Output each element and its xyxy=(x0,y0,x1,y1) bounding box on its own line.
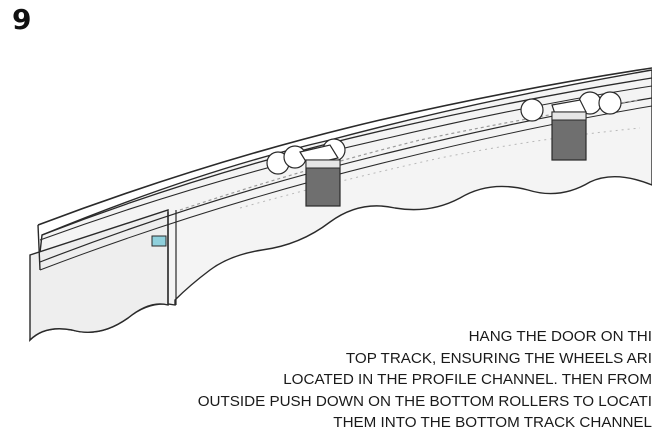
instruction-line: OUTSIDE PUSH DOWN ON THE BOTTOM ROLLERS … xyxy=(197,392,652,410)
top-track xyxy=(37,67,652,226)
instruction-line: THEM INTO THE BOTTOM TRACK CHANNEL xyxy=(333,414,652,432)
instruction-line: HANG THE DOOR ON THI xyxy=(468,328,652,345)
top-track xyxy=(41,77,652,236)
roller-assembly xyxy=(266,138,346,207)
instruction-line: TOP TRACK, ENSURING THE WHEELS ARI xyxy=(345,349,652,367)
step-number: 9 xyxy=(12,3,32,36)
instruction-line: LOCATED IN THE PROFILE CHANNEL. THEN FRO… xyxy=(283,371,652,389)
track-end xyxy=(37,224,41,271)
clip-accent xyxy=(151,235,167,247)
roller-assembly xyxy=(520,91,622,161)
top-track xyxy=(39,85,652,241)
instruction-text: HANG THE DOOR ON THI TOP TRACK, ENSURING… xyxy=(0,326,652,434)
fixed-panel xyxy=(29,209,169,342)
